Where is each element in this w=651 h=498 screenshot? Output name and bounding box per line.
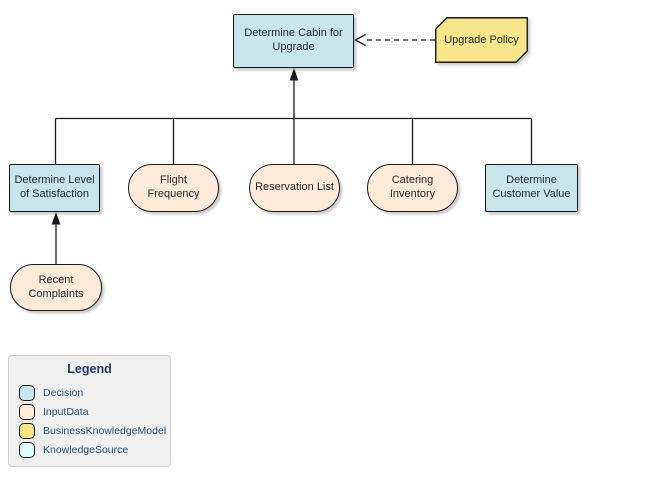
- bkm-shape-icon: [435, 17, 528, 63]
- open-arrowhead-icon: [354, 34, 366, 46]
- legend-item-decision: Decision: [9, 383, 170, 402]
- legend-item-businessknowledgemodel: BusinessKnowledgeModel: [9, 421, 170, 440]
- node-flight-frequency[interactable]: Flight Frequency: [128, 164, 219, 212]
- legend-title: Legend: [67, 362, 112, 376]
- legend-item-knowledgesource: KnowledgeSource: [9, 440, 170, 459]
- node-determine-cabin-for-upgrade[interactable]: Determine Cabin for Upgrade: [233, 14, 354, 68]
- inputdata-swatch-icon: [19, 403, 35, 420]
- decision-swatch-icon: [19, 384, 35, 401]
- legend-item-label: InputData: [43, 405, 89, 418]
- knowledgesource-swatch-icon: [19, 441, 35, 458]
- node-reservation-list[interactable]: Reservation List: [249, 164, 340, 212]
- solid-arrowhead-icon: [51, 212, 61, 225]
- solid-arrowhead-icon: [289, 68, 299, 81]
- node-determine-customer-value[interactable]: Determine Customer Value: [485, 164, 578, 212]
- legend-item-label: KnowledgeSource: [43, 443, 129, 456]
- node-upgrade-policy[interactable]: Upgrade Policy: [435, 17, 528, 63]
- businessknowledgemodel-swatch-icon: [19, 422, 35, 439]
- node-label: Upgrade Policy: [444, 34, 519, 46]
- legend-item-label: BusinessKnowledgeModel: [43, 424, 167, 437]
- node-label: Reservation List: [255, 181, 334, 194]
- connector-recent-complaints-to-determine-level[interactable]: [51, 212, 61, 264]
- node-label: Recent Complaints: [28, 273, 84, 300]
- node-label: Catering Inventory: [389, 174, 436, 200]
- connector-upgrade-policy-to-determine-cabin[interactable]: [354, 34, 436, 46]
- node-recent-complaints[interactable]: Recent Complaints: [10, 264, 102, 311]
- node-label: Determine Cabin for Upgrade: [244, 27, 343, 53]
- node-catering-inventory[interactable]: Catering Inventory: [367, 164, 458, 212]
- legend-panel: Legend Decision InputData BusinessKnowle…: [8, 355, 171, 467]
- node-label: Determine Level of Satisfaction: [14, 174, 95, 200]
- legend-item-label: Decision: [43, 386, 84, 399]
- legend-item-inputdata: InputData: [9, 402, 170, 421]
- information-requirement-trunk[interactable]: [54, 117, 533, 165]
- connector-trunk-to-determine-cabin[interactable]: [289, 68, 299, 119]
- node-label: Determine Customer Value: [492, 174, 571, 200]
- node-determine-level-of-satisfaction[interactable]: Determine Level of Satisfaction: [9, 164, 100, 212]
- node-label: Flight Frequency: [147, 174, 200, 200]
